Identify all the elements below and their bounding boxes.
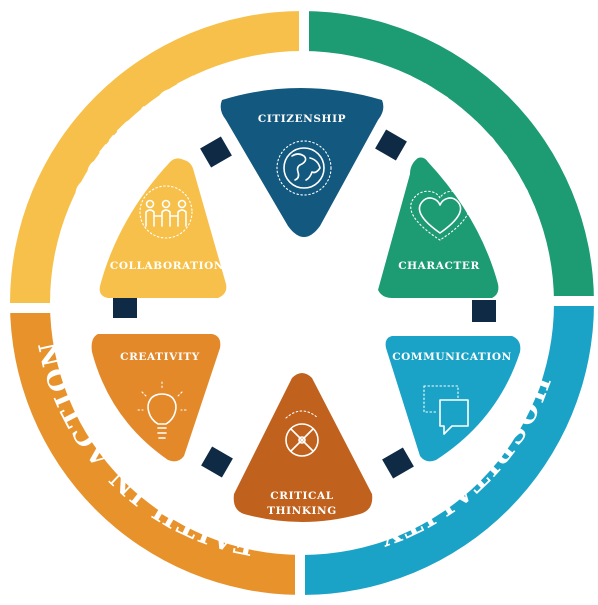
segment-communication: COMMUNICATION: [385, 336, 521, 462]
connector-creativity-collaboration: [113, 296, 137, 318]
communication-shape: [385, 336, 521, 462]
ring-segment-courage: [10, 11, 302, 303]
ring-divider-vertical-top: [299, 8, 309, 54]
speech-bubbles-icon: [423, 385, 469, 435]
puzzle-brain-icon: [285, 410, 319, 457]
ring-segment-faith-in-action: [10, 303, 302, 595]
lightbulb-icon: [137, 381, 187, 439]
character-label: CHARACTER: [398, 260, 480, 272]
communication-label: COMMUNICATION: [392, 351, 512, 363]
collaboration-label: COLLABORATION: [110, 260, 224, 272]
heart-icon: [410, 190, 470, 241]
segment-character: CHARACTER: [378, 157, 499, 298]
ring-divider-horizontal-left: [7, 303, 53, 313]
people-holding-hands-icon: [139, 185, 193, 239]
ring-divider-horizontal-right: [551, 296, 597, 306]
collaboration-shape: [99, 158, 227, 298]
character-shape: [378, 157, 499, 298]
critical-thinking-label-line2: THINKING: [267, 505, 337, 517]
segment-critical-thinking: CRITICAL THINKING: [233, 373, 373, 522]
connectors: [113, 129, 496, 479]
critical-thinking-shape: [233, 373, 373, 522]
connector-communication-critical: [382, 447, 414, 479]
connector-citizenship-collaboration: [200, 136, 232, 168]
ring-divider-vertical-bottom: [295, 552, 305, 598]
connector-character-communication: [472, 300, 496, 322]
connector-critical-creativity: [201, 446, 233, 478]
segment-citizenship: CITIZENSHIP: [220, 88, 384, 237]
citizenship-shape: [220, 88, 384, 237]
segment-collaboration: COLLABORATION: [99, 158, 227, 298]
ring-segment-compassion: [302, 11, 594, 303]
critical-thinking-label-line1: CRITICAL: [270, 490, 333, 502]
segment-creativity: CREATIVITY: [91, 334, 221, 462]
citizenship-label: CITIZENSHIP: [258, 113, 346, 125]
connector-citizenship-character: [375, 129, 407, 161]
globe-icon: [276, 140, 332, 196]
ring-segment-hospitality: [302, 303, 594, 595]
creativity-label: CREATIVITY: [120, 351, 200, 363]
creativity-shape: [91, 334, 221, 462]
